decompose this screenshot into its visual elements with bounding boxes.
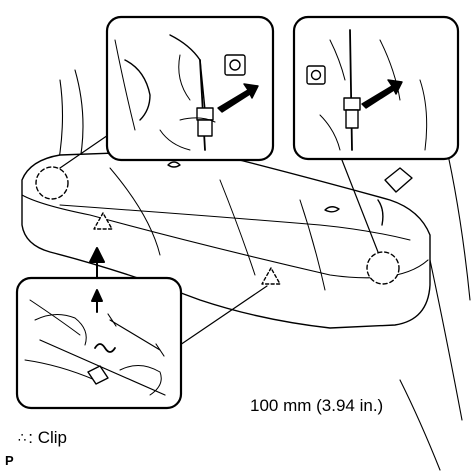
leader-line-bottom — [179, 285, 268, 346]
figure-code: P — [5, 453, 14, 468]
inset-top-right — [292, 15, 460, 161]
clip-triangle-left — [93, 212, 113, 230]
leader-line-right — [339, 154, 379, 253]
clip-symbol-icon: ∴ — [18, 430, 27, 445]
legend-text: : Clip — [28, 428, 68, 447]
pointer-arrow-icon — [361, 79, 403, 109]
inset-bottom-left — [15, 276, 183, 410]
clip-circle-left — [35, 166, 69, 200]
clip-triangle-right — [261, 267, 281, 285]
clip-circle-right — [366, 251, 400, 285]
inset-top-left — [105, 15, 275, 162]
dimension-label: 100 mm (3.94 in.) — [250, 396, 384, 415]
pointer-arrow-icon — [217, 83, 259, 113]
legend: ∴ : Clip — [18, 428, 67, 448]
